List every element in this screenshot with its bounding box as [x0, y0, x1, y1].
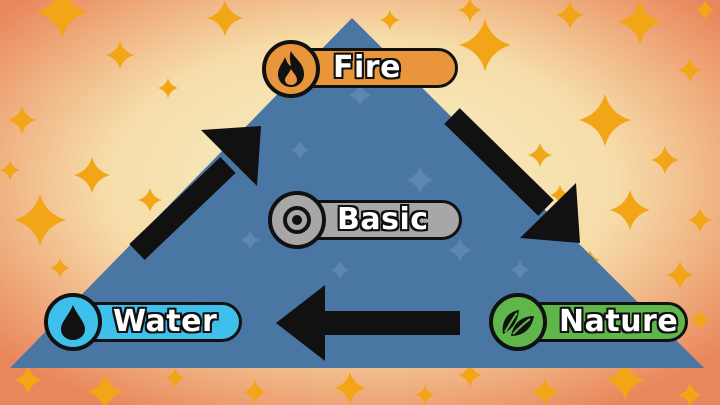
sparkle-star — [695, 0, 715, 20]
sparkle-star — [690, 310, 710, 330]
sparkle-star — [458, 363, 482, 387]
sparkle-star — [510, 260, 530, 280]
sparkle-star — [290, 140, 310, 160]
sparkle-star — [579, 94, 631, 146]
nature-type-label: Nature — [512, 302, 688, 342]
basic-badge — [268, 191, 326, 249]
sparkle-star — [138, 188, 162, 212]
sparkle-star — [50, 258, 70, 278]
sparkle-star — [14, 366, 42, 394]
sparkle-star — [528, 143, 552, 167]
sparkle-star — [207, 0, 243, 36]
fire-type-text: Fire — [333, 50, 401, 85]
sparkle-star — [348, 83, 372, 107]
sparkle-star — [14, 194, 66, 246]
leaf-icon — [502, 310, 534, 336]
sparkle-star — [74, 157, 110, 193]
water-type-text: Water — [113, 304, 218, 339]
sparkle-star — [556, 1, 584, 29]
sparkle-star — [531, 378, 559, 405]
sparkle-star — [610, 190, 650, 230]
sparkle-star — [406, 166, 434, 194]
sparkle-star — [36, 0, 88, 38]
nature-type-text: Nature — [559, 304, 679, 339]
nature-badge — [489, 293, 547, 351]
basic-type-text: Basic — [337, 202, 429, 237]
sparkle-star — [106, 41, 134, 69]
sparkle-star — [0, 160, 20, 180]
sparkle-star — [459, 19, 511, 71]
arrow-nature-to-water — [276, 285, 460, 361]
sparkle-star — [678, 58, 702, 82]
water-drop-icon — [61, 305, 85, 340]
sparkle-star — [678, 383, 702, 405]
sparkle-star — [158, 78, 178, 98]
sparkle-star — [330, 260, 350, 280]
sparkle-star — [415, 385, 435, 405]
type-triangle — [10, 18, 704, 368]
sparkle-star — [448, 238, 472, 262]
water-badge — [44, 293, 102, 351]
sparkle-star — [666, 261, 694, 289]
sparkle-star — [651, 146, 679, 174]
sparkle-star — [165, 368, 185, 388]
arrow-fire-to-nature — [444, 108, 580, 243]
fire-badge — [262, 40, 320, 98]
sparkle-star — [87, 374, 123, 405]
sparkle-star — [688, 208, 712, 232]
sparkle-star — [240, 230, 260, 250]
fire-icon — [278, 51, 304, 87]
sparkle-star — [550, 185, 570, 205]
circle-dot-icon — [283, 206, 311, 234]
sparkle-star — [605, 360, 645, 400]
sparkle-star — [243, 380, 267, 404]
sparkle-star — [618, 0, 662, 44]
sparkle-star — [458, 0, 482, 22]
sparkle-star — [334, 372, 366, 404]
sparkle-star — [8, 106, 36, 134]
arrow-water-to-fire — [129, 126, 261, 260]
sparkle-star — [380, 10, 400, 30]
